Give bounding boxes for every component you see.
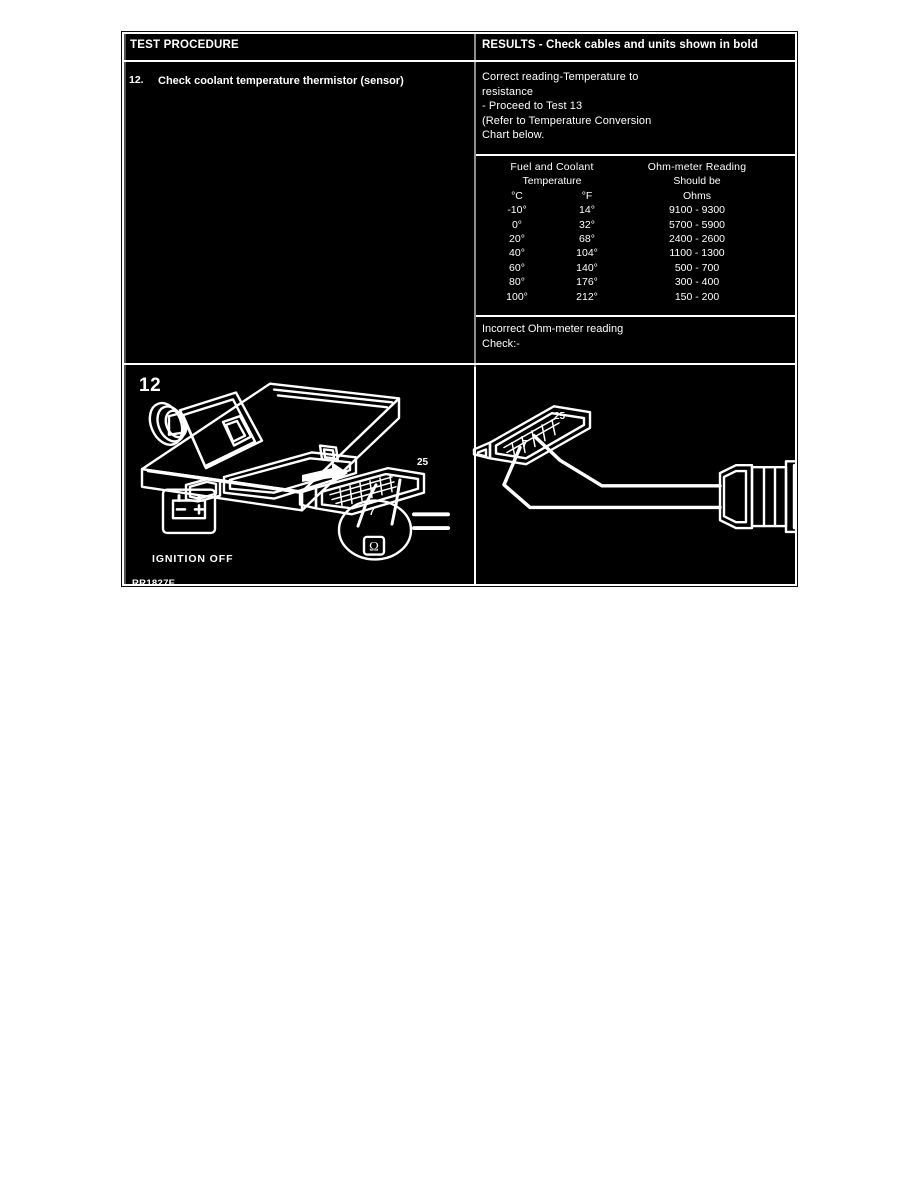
cell-celsius: 80° xyxy=(509,276,525,289)
chart-subtitle-row: Temperature Should be xyxy=(482,174,772,188)
column-header-fahrenheit: °F xyxy=(581,189,593,202)
pin-label-25-right: 25 xyxy=(554,411,566,422)
svg-text:Ω: Ω xyxy=(369,540,379,554)
cell-ohms: 300 - 400 xyxy=(674,276,720,289)
chart-column-header-row: °C °F Ohms xyxy=(482,189,772,203)
ohm-meter-icon: Ω xyxy=(337,478,450,561)
chart-right-title: Ohm-meter Reading xyxy=(647,161,747,173)
table-row: 40° 104° 1100 - 1300 xyxy=(482,246,772,260)
chart-right-subtitle: Should be xyxy=(673,175,721,188)
cell-celsius: -10° xyxy=(507,204,527,217)
ignition-off-label: IGNITION OFF xyxy=(152,553,234,565)
results-line: resistance xyxy=(482,85,534,98)
results-line: Correct reading-Temperature to xyxy=(482,71,639,83)
chart-title-row: Fuel and Coolant Ohm-meter Reading xyxy=(482,160,772,174)
table-row: 60° 140° 500 - 700 xyxy=(482,261,772,275)
cell-celsius: 100° xyxy=(506,290,528,303)
cell-celsius: 40° xyxy=(509,247,525,260)
reference-code-label: RR1827E xyxy=(132,578,176,586)
connector-icon-center xyxy=(298,466,426,516)
cell-ohms: 5700 - 5900 xyxy=(668,218,726,231)
cell-fahrenheit: 212° xyxy=(576,290,598,303)
table-row: 0° 32° 5700 - 5900 xyxy=(482,218,772,232)
pin-label-7-center: 7 xyxy=(369,507,375,518)
header-results: RESULTS - Check cables and units shown i… xyxy=(482,39,758,51)
results-line: Chart below. xyxy=(482,129,545,142)
column-divider-lower xyxy=(474,367,476,584)
step-number: 12. xyxy=(129,74,144,86)
cell-fahrenheit: 140° xyxy=(576,261,598,274)
cell-celsius: 0° xyxy=(511,218,523,231)
table-row: 80° 176° 300 - 400 xyxy=(482,275,772,289)
incorrect-line: Incorrect Ohm-meter reading xyxy=(482,323,624,335)
column-header-ohms: Ohms xyxy=(682,189,711,202)
table-row: 20° 68° 2400 - 2600 xyxy=(482,232,772,246)
cell-ohms: 1100 - 1300 xyxy=(669,247,725,260)
ignition-key-icon xyxy=(148,391,264,470)
cell-fahrenheit: 32° xyxy=(579,218,595,231)
header-test-procedure: TEST PROCEDURE xyxy=(130,39,239,51)
cell-celsius: 20° xyxy=(509,233,525,246)
results-line: - Proceed to Test 13 xyxy=(482,100,583,113)
incorrect-reading-block: Incorrect Ohm-meter reading Check:- xyxy=(482,322,782,352)
cell-celsius: 60° xyxy=(509,261,525,274)
cell-fahrenheit: 68° xyxy=(579,233,595,246)
cell-ohms: 150 - 200 xyxy=(674,290,720,303)
table-row: -10° 14° 9100 - 9300 xyxy=(482,203,772,217)
ecu-box-icon xyxy=(140,382,401,512)
cell-fahrenheit: 176° xyxy=(576,276,598,289)
diagram-area: 12 IGNITION OFF RR1827E 25 7 25 7 xyxy=(124,367,795,584)
temperature-sensor-icon xyxy=(718,460,795,534)
table-header-row: TEST PROCEDURE RESULTS - Check cables an… xyxy=(124,34,795,60)
incorrect-line: Check:- xyxy=(482,338,520,350)
incorrect-top-separator xyxy=(476,315,795,317)
results-line: (Refer to Temperature Conversion xyxy=(482,114,652,127)
temperature-conversion-chart: Fuel and Coolant Ohm-meter Reading Tempe… xyxy=(482,160,792,304)
header-separator xyxy=(124,60,795,62)
cell-ohms: 2400 - 2600 xyxy=(668,233,726,246)
harness-wires xyxy=(502,434,722,510)
table-row: 100° 212° 150 - 200 xyxy=(482,290,772,304)
figure-number-label: 12 xyxy=(139,375,162,396)
column-header-celsius: °C xyxy=(511,189,523,202)
diagram-line-art: Ω xyxy=(140,382,795,561)
cell-ohms: 500 - 700 xyxy=(674,261,720,274)
cell-ohms: 9100 - 9300 xyxy=(668,204,726,217)
diagram-section-separator xyxy=(124,363,795,365)
cell-fahrenheit: 104° xyxy=(576,247,598,260)
cell-fahrenheit: 14° xyxy=(579,204,595,217)
chart-top-separator xyxy=(476,154,795,156)
mating-arrow-icon xyxy=(302,462,348,484)
column-divider xyxy=(474,34,476,367)
conversion-table: Fuel and Coolant Ohm-meter Reading Tempe… xyxy=(482,160,772,304)
results-intro-block: Correct reading-Temperature to resistanc… xyxy=(482,70,782,143)
chart-left-subtitle: Temperature xyxy=(522,175,582,188)
pin-label-25-center: 25 xyxy=(417,457,429,468)
chart-left-title: Fuel and Coolant xyxy=(510,161,594,173)
pin-label-7-right: 7 xyxy=(522,439,528,450)
service-manual-figure: TEST PROCEDURE RESULTS - Check cables an… xyxy=(122,32,797,586)
step-description: Check coolant temperature thermistor (se… xyxy=(158,75,404,87)
ecu-socket-icon xyxy=(184,444,358,503)
connector-icon-right xyxy=(472,405,592,466)
